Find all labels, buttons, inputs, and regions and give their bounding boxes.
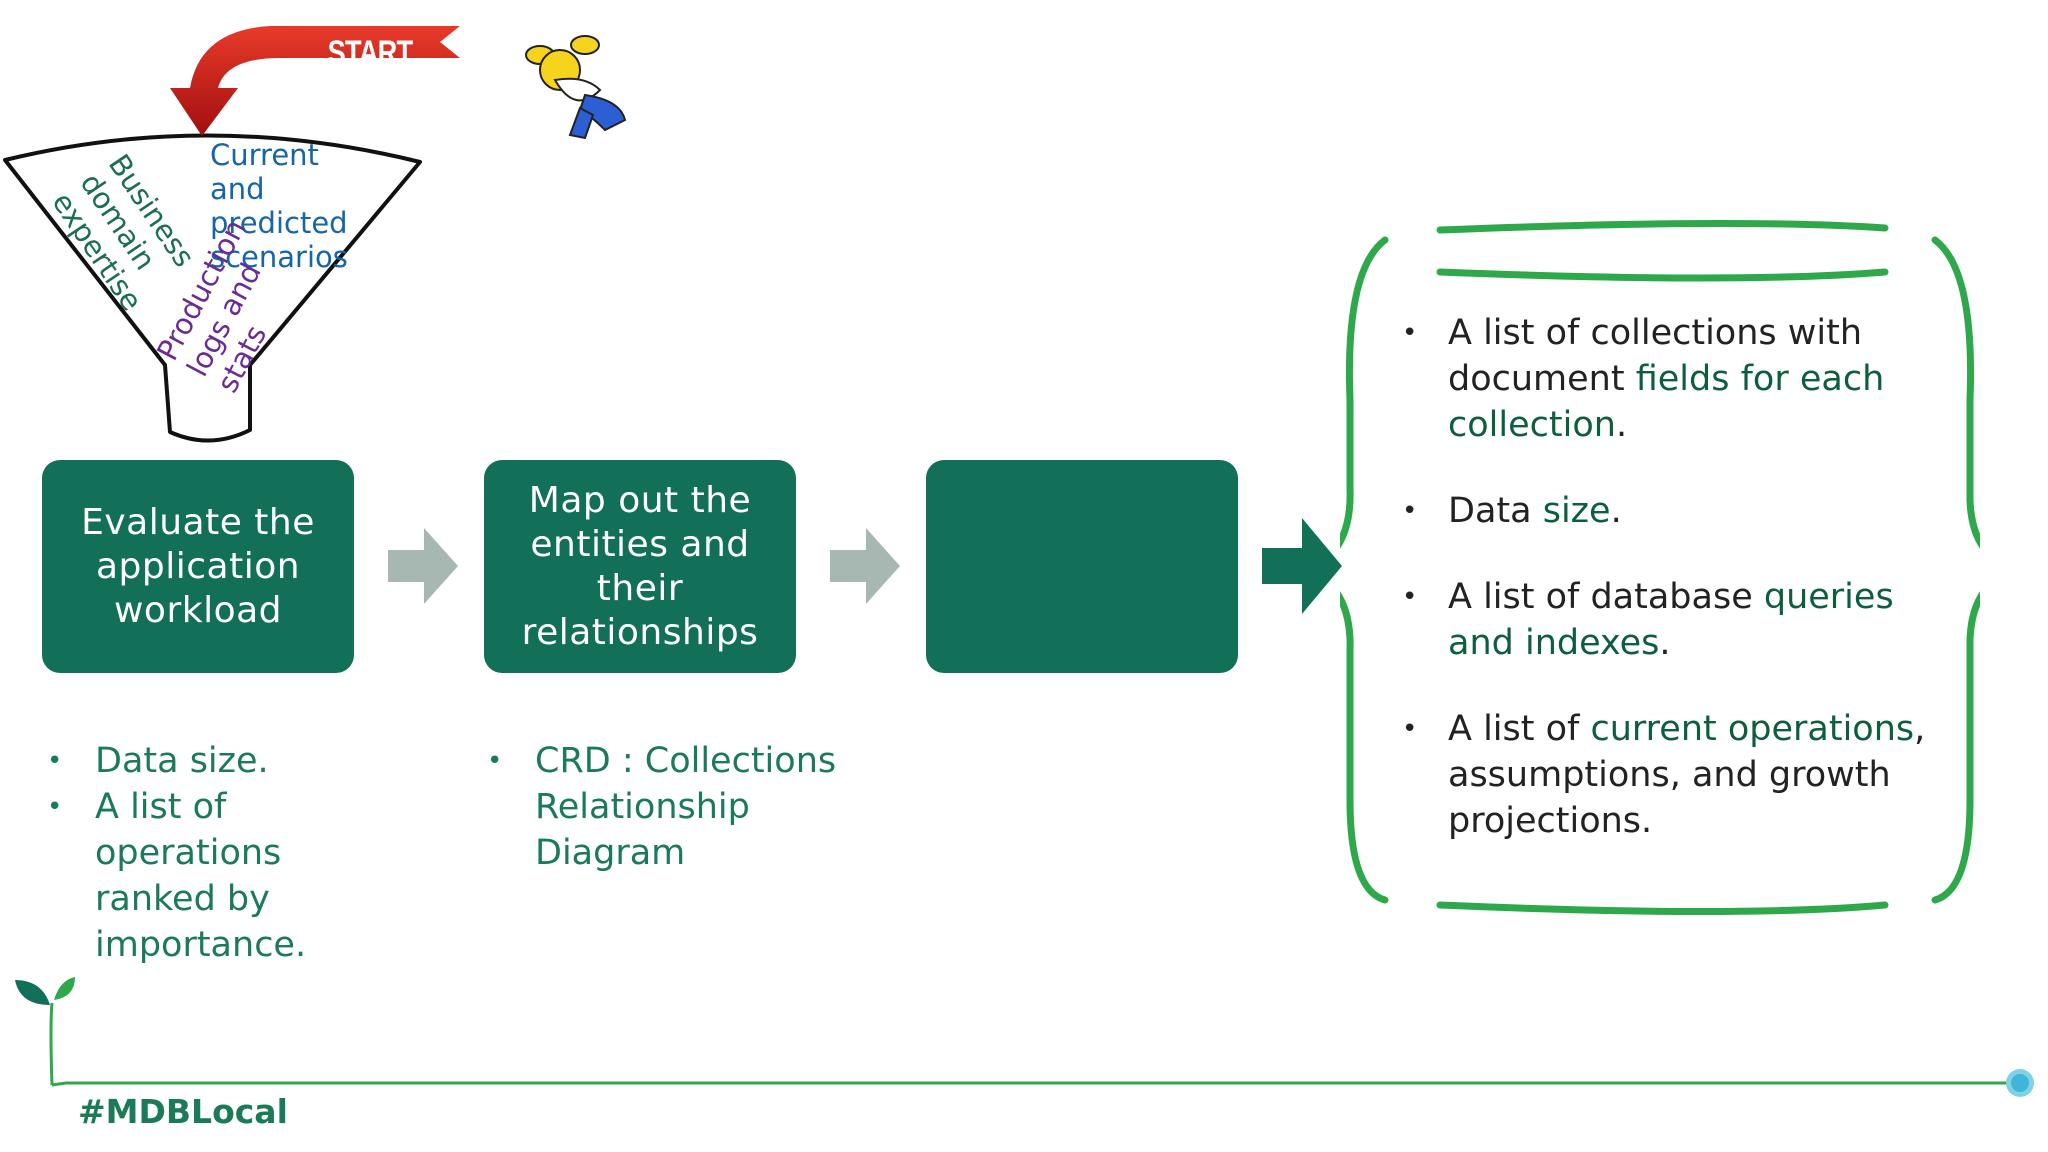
footer-timeline [15,977,2034,1097]
output-highlight: current operations [1590,709,1915,749]
list-item: A list of operations ranked by importanc… [47,784,337,968]
start-here-banner [170,26,460,136]
cartoon-character-icon [525,35,627,140]
output-text: , assumptions, and growth projections. [1448,709,1926,841]
list-item: CRD : Collections Relationship Diagram [487,738,867,876]
start-here-label: START HERE! [327,34,413,118]
arrow-right-icon [830,528,900,604]
output-highlight: queries and indexes [1448,577,1894,663]
funnel-outline [3,133,422,443]
step-evaluate-workload: Evaluate the application workload [42,460,354,673]
step-empty [926,460,1238,673]
funnel-label-scenarios: Current and predicted scenarios [210,138,348,274]
curved-arrow-shape [170,26,460,136]
leaf-sprout-icon [15,977,75,1086]
output-text: . [1659,623,1671,663]
step1-notes: Data size. A list of operations ranked b… [47,738,337,968]
list-item: Data size. [47,738,337,784]
step2-notes: CRD : Collections Relationship Diagram [487,738,867,876]
funnel-diagram [3,133,422,443]
list-item: A list of collections with document fiel… [1400,310,1960,448]
step-map-label: Map out the entities and their relations… [521,479,759,653]
output-text: A list of [1448,709,1591,749]
list-item: A list of database queries and indexes. [1400,574,1960,666]
output-text: A list of database [1448,577,1764,617]
output-text: Data [1448,491,1543,531]
arrow-right-icon [388,528,458,604]
list-item: Data size. [1400,488,1960,534]
output-text: A list of collections with document [1448,313,1863,399]
output-highlight: size [1542,491,1611,531]
curly-brace-container [1340,219,1980,915]
step-evaluate-label: Evaluate the application workload [81,501,315,631]
step-map-entities: Map out the entities and their relations… [484,460,796,673]
hashtag-label: #MDBLocal [78,1092,288,1131]
list-item: A list of current operations, assumption… [1400,706,1960,844]
output-highlight: fields for each collection [1448,359,1885,445]
output-list: A list of collections with document fiel… [1400,310,1960,884]
output-text: . [1610,491,1622,531]
output-text: . [1615,405,1628,445]
arrow-right-icon [1262,518,1342,614]
